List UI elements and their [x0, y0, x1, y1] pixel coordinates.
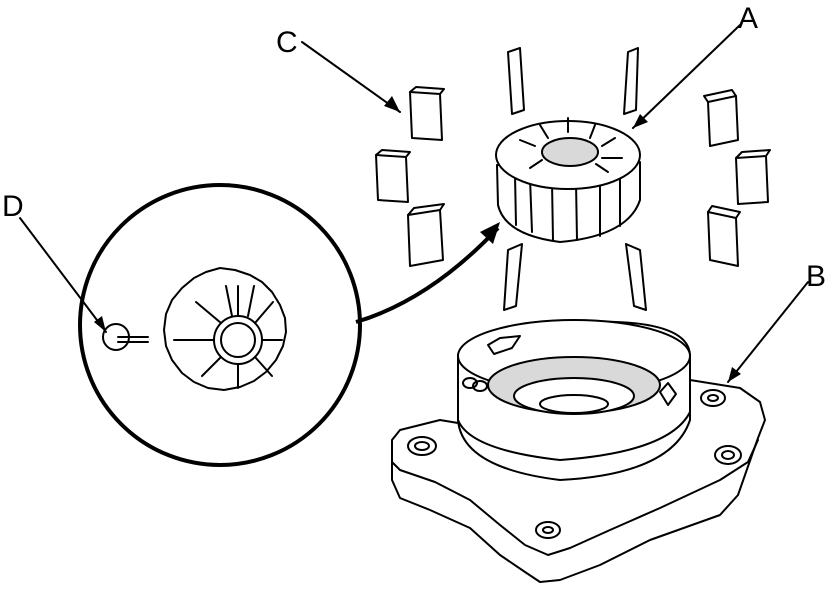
callout-label-a: A — [738, 2, 758, 35]
callout-label-b: B — [806, 260, 826, 293]
vanes — [375, 47, 771, 311]
callout-label-d: D — [2, 190, 24, 223]
callout-label-c: C — [276, 26, 298, 59]
rotor — [495, 117, 641, 243]
pump-housing — [391, 319, 766, 583]
leader-lines — [19, 24, 809, 383]
detail-view — [78, 183, 362, 467]
